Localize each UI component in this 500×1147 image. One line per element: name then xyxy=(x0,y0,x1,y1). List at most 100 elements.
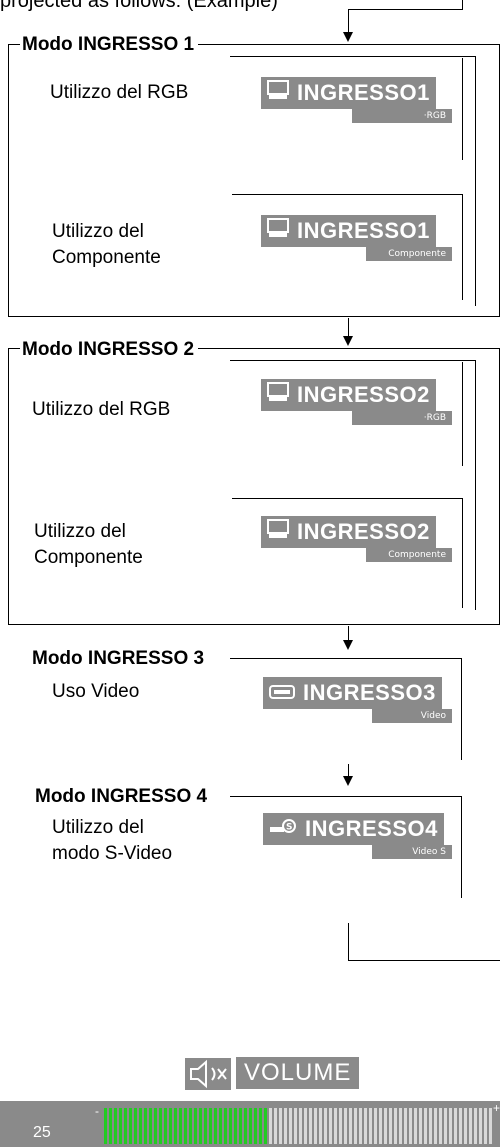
osd-text: INGRESSO1 xyxy=(297,80,430,105)
volume-title: VOLUME xyxy=(236,1057,360,1089)
volume-tick-inactive xyxy=(429,1108,432,1144)
monitor-icon xyxy=(267,382,289,408)
flow-line xyxy=(462,58,463,160)
volume-tick-inactive xyxy=(389,1108,392,1144)
volume-tick-inactive xyxy=(424,1108,427,1144)
volume-tick-active xyxy=(239,1108,242,1144)
volume-tick-inactive xyxy=(304,1108,307,1144)
volume-tick-inactive xyxy=(339,1108,342,1144)
volume-tick-active xyxy=(164,1108,167,1144)
volume-tick-active xyxy=(224,1108,227,1144)
flow-line xyxy=(230,658,461,659)
volume-tick-active xyxy=(159,1108,162,1144)
volume-tick-active xyxy=(259,1108,262,1144)
volume-tick-inactive xyxy=(394,1108,397,1144)
volume-tick-inactive xyxy=(404,1108,407,1144)
down-arrow-icon xyxy=(343,640,353,650)
volume-tick-active xyxy=(229,1108,232,1144)
volume-tick-active xyxy=(174,1108,177,1144)
osd-ingresso4-svideo: S INGRESSO4 xyxy=(263,813,444,845)
section-4-item-1-desc: Utilizzo del modo S-Video xyxy=(52,817,173,864)
volume-tick-inactive xyxy=(409,1108,412,1144)
flow-line xyxy=(348,923,349,961)
volume-tick-active xyxy=(124,1108,127,1144)
volume-tick-active xyxy=(104,1108,107,1144)
speaker-icon xyxy=(185,1058,231,1095)
flow-line xyxy=(230,56,476,57)
section-2-item-2-desc: Utilizzo del Componente xyxy=(34,521,143,568)
section-1-item-1-desc: Utilizzo del RGB xyxy=(50,82,189,103)
volume-tick-inactive xyxy=(279,1108,282,1144)
volume-tick-active xyxy=(194,1108,197,1144)
osd-text: INGRESSO2 xyxy=(297,382,430,407)
flow-line xyxy=(461,796,462,898)
section-1-item-2-desc: Utilizzo del Componente xyxy=(52,221,161,268)
osd-sub-label: Video xyxy=(372,709,452,723)
volume-tick-inactive xyxy=(319,1108,322,1144)
volume-tick-inactive xyxy=(269,1108,272,1144)
down-arrow-icon xyxy=(343,336,353,346)
mode-label-1: Modo INGRESSO 1 xyxy=(20,34,199,56)
flow-line xyxy=(230,796,461,797)
section-2-item-1-desc: Utilizzo del RGB xyxy=(32,399,171,420)
osd-ingresso3-video: INGRESSO3 xyxy=(263,677,442,709)
volume-tick-active xyxy=(204,1108,207,1144)
osd-text: INGRESSO3 xyxy=(303,680,436,705)
volume-tick-active xyxy=(254,1108,257,1144)
volume-tick-active xyxy=(154,1108,157,1144)
volume-tick-inactive xyxy=(414,1108,417,1144)
osd-text: INGRESSO1 xyxy=(297,218,430,243)
volume-tick-inactive xyxy=(374,1108,377,1144)
volume-plus: + xyxy=(493,1101,500,1115)
volume-tick-active xyxy=(214,1108,217,1144)
volume-tick-active xyxy=(134,1108,137,1144)
flow-line xyxy=(475,360,476,610)
volume-tick-active xyxy=(264,1108,267,1144)
volume-tick-inactive xyxy=(469,1108,472,1144)
osd-ingresso2-rgb: INGRESSO2 xyxy=(261,379,436,411)
flow-line xyxy=(462,194,463,300)
volume-tick-active xyxy=(199,1108,202,1144)
osd-sub-label: Video S xyxy=(372,845,452,859)
flow-line xyxy=(462,362,463,466)
volume-tick-inactive xyxy=(354,1108,357,1144)
volume-tick-active xyxy=(144,1108,147,1144)
volume-tick-active xyxy=(139,1108,142,1144)
volume-tick-active xyxy=(209,1108,212,1144)
volume-tick-inactive xyxy=(364,1108,367,1144)
monitor-icon xyxy=(267,519,289,545)
volume-tick-inactive xyxy=(334,1108,337,1144)
osd-text: INGRESSO4 xyxy=(305,816,438,841)
mode-label-4: Modo INGRESSO 4 xyxy=(33,786,212,808)
volume-tick-active xyxy=(189,1108,192,1144)
down-arrow-icon xyxy=(343,32,353,42)
volume-tick-active xyxy=(219,1108,222,1144)
volume-tick-active xyxy=(149,1108,152,1144)
volume-tick-inactive xyxy=(324,1108,327,1144)
volume-value: 25 xyxy=(33,1124,51,1141)
volume-tick-inactive xyxy=(489,1108,492,1144)
osd-ingresso2-componente: INGRESSO2 xyxy=(261,516,436,548)
volume-tick-inactive xyxy=(274,1108,277,1144)
volume-tick-inactive xyxy=(294,1108,297,1144)
volume-tick-inactive xyxy=(379,1108,382,1144)
volume-tick-inactive xyxy=(444,1108,447,1144)
mode-label-3: Modo INGRESSO 3 xyxy=(30,648,209,670)
volume-tick-active xyxy=(179,1108,182,1144)
header-text: projected as follows: (Example) xyxy=(0,0,278,12)
volume-tick-inactive xyxy=(349,1108,352,1144)
flow-line xyxy=(475,56,476,306)
flow-line xyxy=(348,764,349,782)
volume-tick-inactive xyxy=(449,1108,452,1144)
volume-tick-inactive xyxy=(284,1108,287,1144)
volume-tick-inactive xyxy=(484,1108,487,1144)
volume-tick-inactive xyxy=(299,1108,302,1144)
osd-sub-label: Componente xyxy=(366,548,452,562)
monitor-icon xyxy=(267,80,289,106)
section-3-item-1-desc: Uso Video xyxy=(52,681,140,702)
volume-tick-active xyxy=(169,1108,172,1144)
flow-line xyxy=(230,360,476,361)
svg-text:S: S xyxy=(286,823,293,833)
volume-tick-inactive xyxy=(419,1108,422,1144)
mode-label-2: Modo INGRESSO 2 xyxy=(20,339,199,361)
